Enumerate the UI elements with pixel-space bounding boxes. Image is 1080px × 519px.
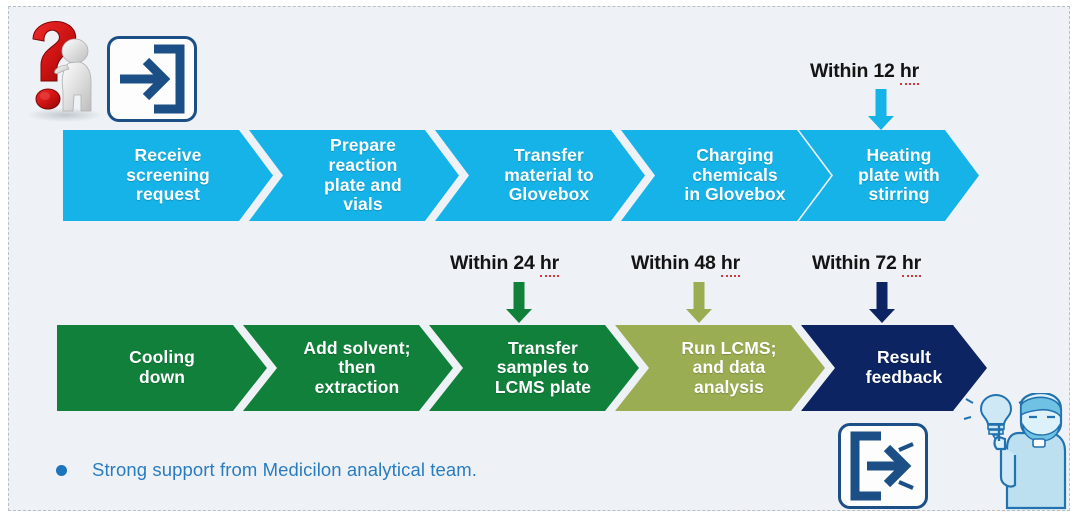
step-result-feedback[interactable]: Result feedback	[801, 325, 987, 411]
step-label-line: in Glovebox	[684, 184, 786, 205]
note-bullet-row: Strong support from Medicilon analytical…	[56, 459, 477, 481]
step-label-line: reaction	[328, 154, 398, 175]
step-label-line: stirring	[868, 184, 930, 205]
slide-canvas: Within 12 hr Receive screening request P…	[8, 6, 1070, 511]
step-label-line: request	[136, 184, 200, 205]
step-label-line: and data	[692, 357, 766, 378]
step-run-lcms-and-data-analysis[interactable]: Run LCMS; and data analysis	[615, 325, 825, 411]
timing-caption-24hr-text: Within 24	[450, 252, 535, 274]
timing-caption-72hr-unit: hr	[901, 252, 921, 277]
step-label-line: Run LCMS;	[681, 337, 777, 358]
step-transfer-samples-to-lcms-plate[interactable]: Transfer samples to LCMS plate	[429, 325, 639, 411]
timing-caption-12hr-text: Within 12	[810, 60, 895, 82]
step-transfer-material-to-glovebox[interactable]: Transfer material to Glovebox	[435, 130, 645, 221]
step-receive-screening-request[interactable]: Receive screening request	[63, 130, 273, 221]
step-label-line: down	[138, 367, 186, 387]
note-text: Strong support from Medicilon analytical…	[92, 459, 478, 480]
step-label-line: screening	[126, 164, 210, 185]
question-mark-figure	[17, 11, 105, 123]
down-arrow-12hr	[866, 89, 896, 130]
step-label-line: Receive	[134, 145, 202, 166]
step-prepare-reaction-plate-and-vials[interactable]: Prepare reaction plate and vials	[249, 130, 459, 221]
step-label-line: samples to	[496, 357, 590, 378]
step-label-line: Prepare	[330, 135, 396, 156]
exit-arrow-icon	[838, 423, 928, 509]
step-label-line: plate and	[324, 174, 402, 195]
timing-caption-72hr-text: Within 72	[812, 252, 897, 274]
step-label-line: LCMS plate	[494, 376, 592, 397]
enter-arrow-icon	[107, 36, 197, 122]
down-arrow-24hr	[504, 282, 534, 323]
step-label-line: extraction	[314, 376, 400, 397]
step-label-line: chemicals	[692, 164, 778, 185]
timing-caption-24hr: Within 24 hr	[450, 252, 559, 277]
timing-caption-48hr: Within 48 hr	[631, 252, 740, 277]
scientist-idea-illustration	[961, 391, 1071, 510]
step-label-line: Add solvent;	[303, 337, 411, 358]
down-arrow-48hr	[684, 282, 714, 323]
step-label-line: Cooling	[129, 347, 195, 368]
timing-caption-12hr-unit: hr	[899, 60, 919, 85]
timing-caption-48hr-text: Within 48	[631, 252, 716, 274]
step-label-line: Transfer	[508, 337, 578, 358]
timing-caption-48hr-unit: hr	[720, 252, 740, 277]
timing-caption-72hr: Within 72 hr	[812, 252, 921, 277]
step-label-line: then	[338, 357, 376, 378]
step-label-line: plate with	[858, 164, 940, 185]
down-arrow-72hr	[867, 282, 897, 323]
step-add-solvent-then-extraction[interactable]: Add solvent; then extraction	[243, 325, 453, 411]
timing-caption-12hr: Within 12 hr	[810, 60, 919, 85]
step-label-line: feedback	[865, 367, 943, 387]
step-label-line: Glovebox	[508, 184, 590, 205]
step-label-line: material to	[504, 164, 594, 185]
step-charging-chemicals-in-glovebox[interactable]: Charging chemicals in Glovebox	[621, 130, 831, 221]
step-cooling-down[interactable]: Cooling down	[57, 325, 267, 411]
step-label-line: Heating	[866, 145, 932, 166]
step-label-line: Transfer	[514, 145, 584, 166]
bullet-dot-icon	[56, 464, 67, 476]
step-label-line: vials	[343, 194, 383, 215]
step-label-line: analysis	[694, 376, 764, 397]
timing-caption-24hr-unit: hr	[539, 252, 559, 277]
step-label-line: Charging	[696, 145, 774, 166]
step-label-line: Result	[876, 347, 932, 368]
